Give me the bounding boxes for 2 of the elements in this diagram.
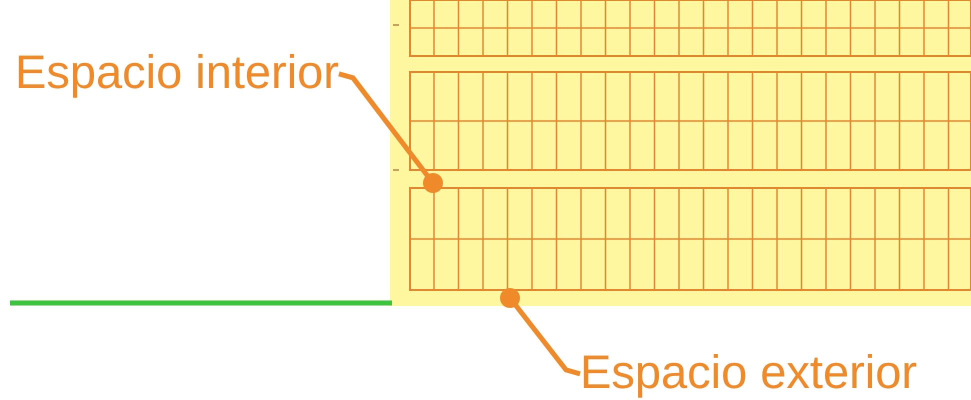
leader-line [500, 288, 581, 376]
leader-line [338, 71, 443, 193]
